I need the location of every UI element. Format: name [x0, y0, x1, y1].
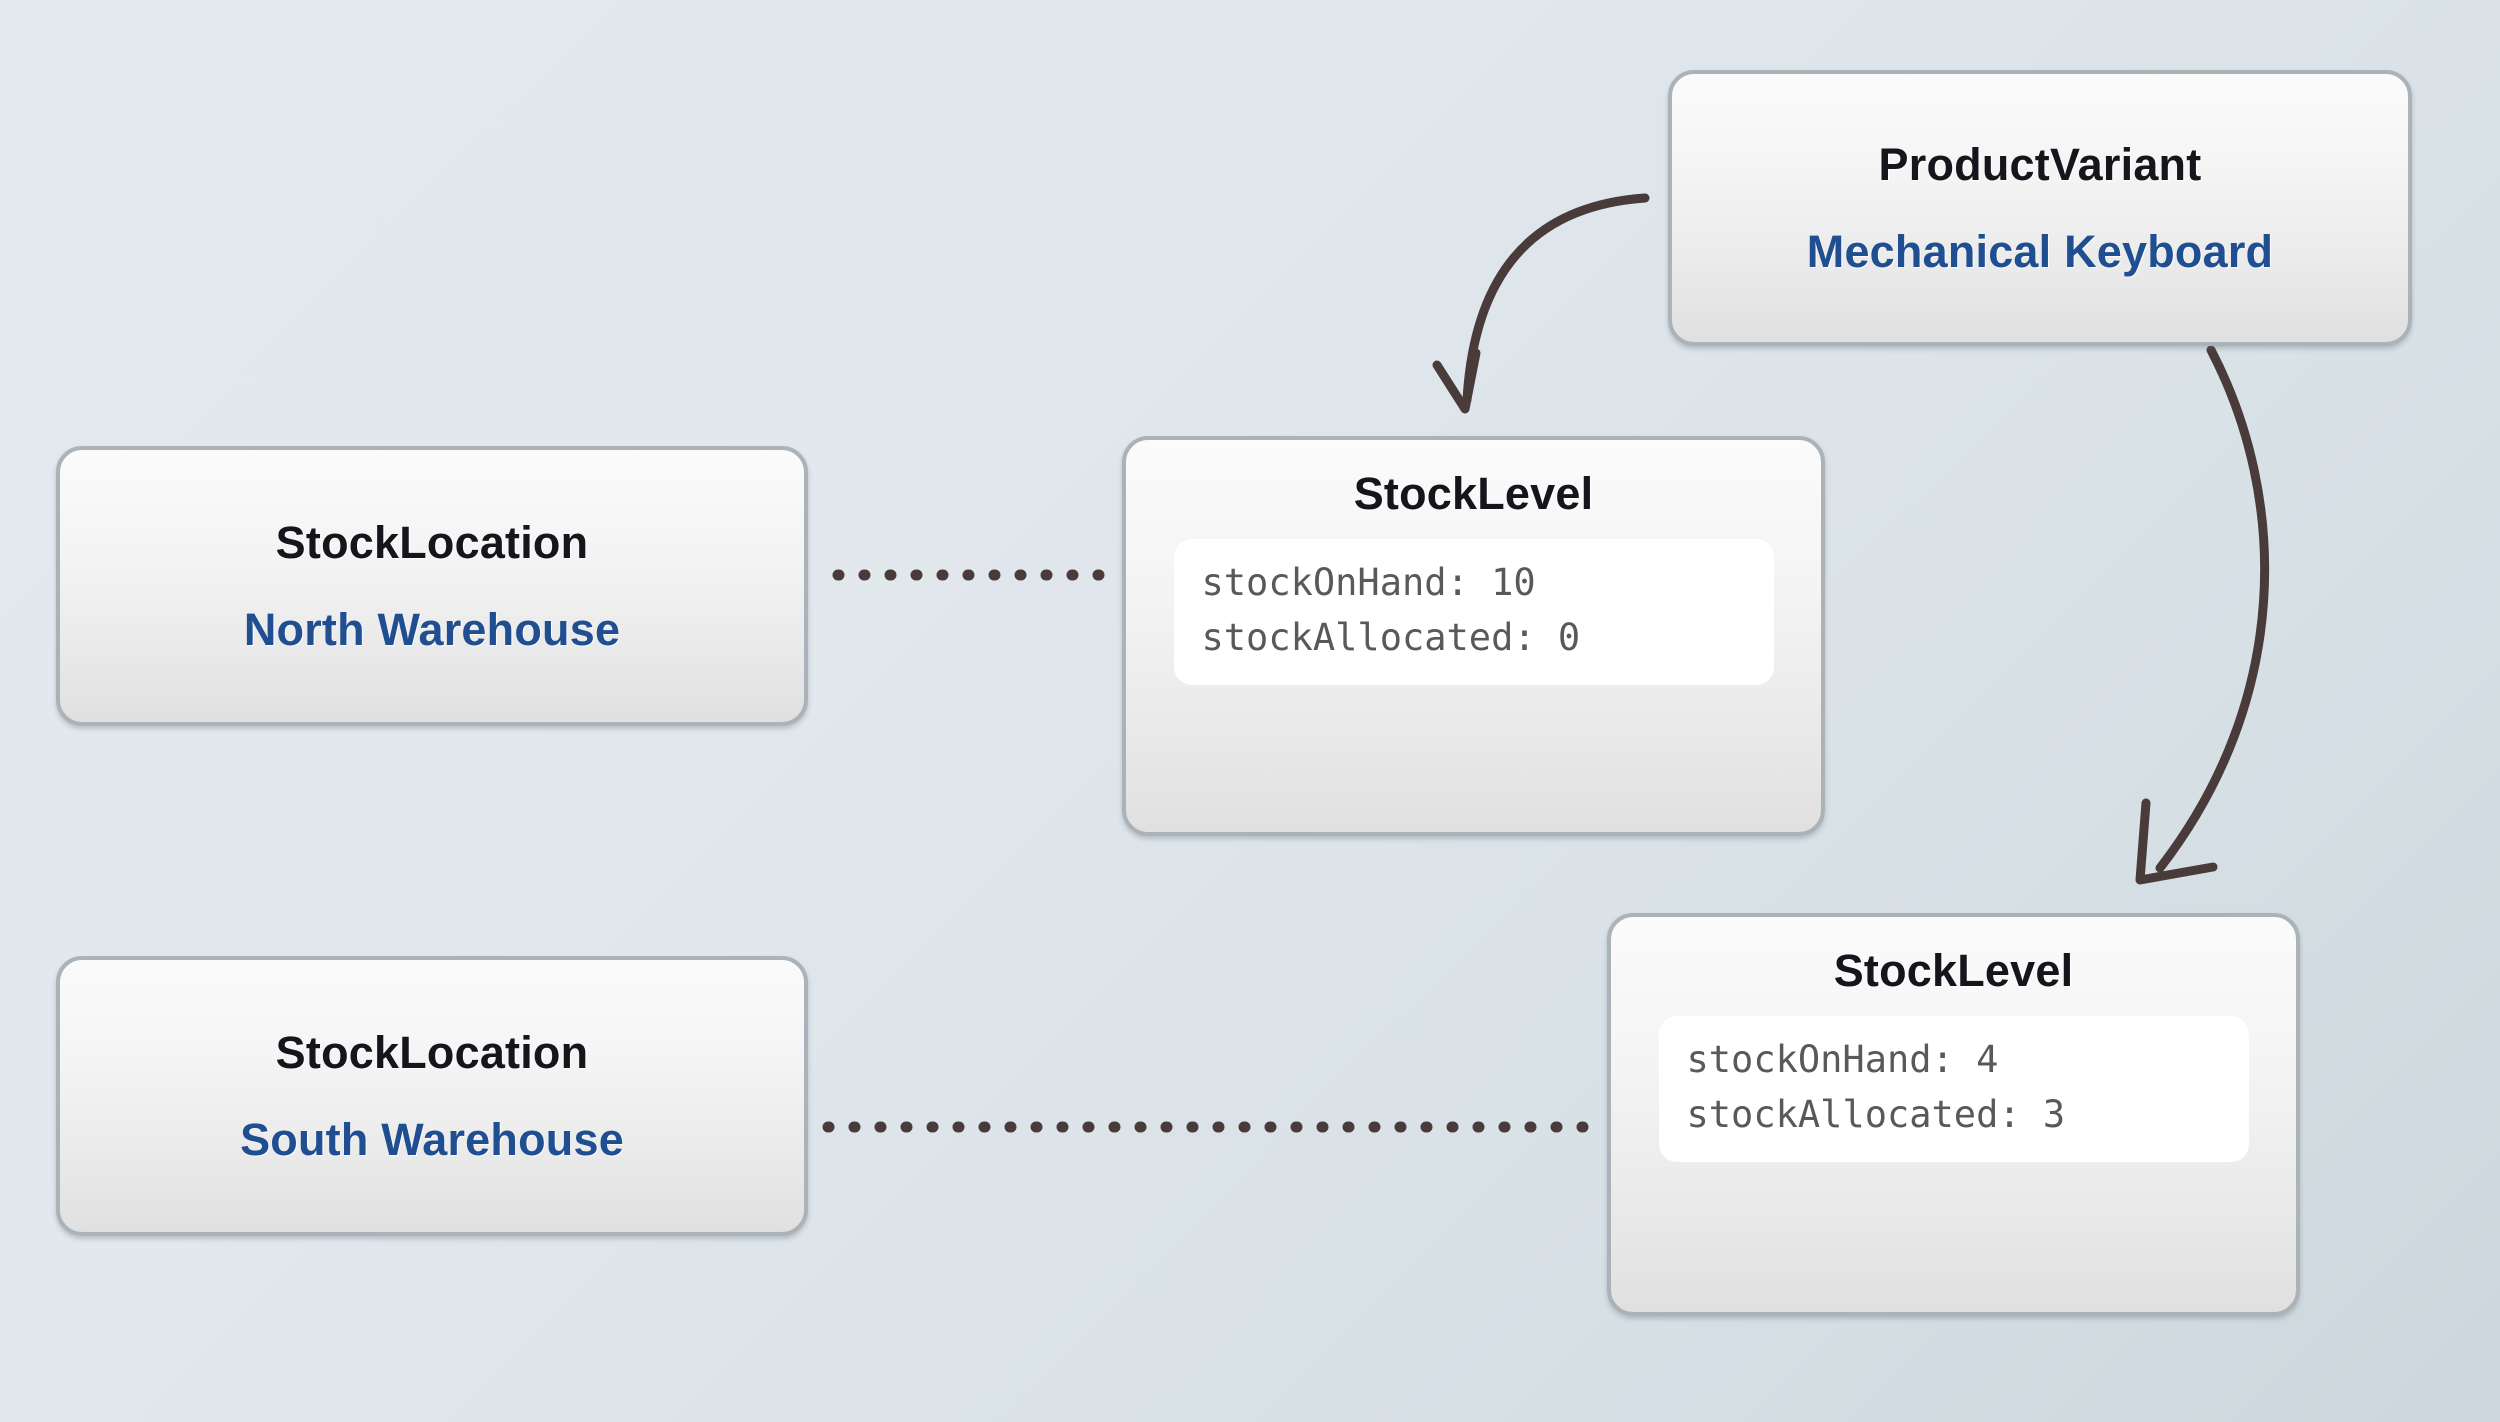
node-product-variant[interactable]: ProductVariant Mechanical Keyboard [1668, 70, 2412, 346]
node-title: StockLocation [275, 516, 589, 568]
field-stock-allocated: stockAllocated: 0 [1201, 616, 1581, 660]
node-stocklevel-2[interactable]: StockLevel stockOnHand: 4 stockAllocated… [1607, 913, 2300, 1316]
node-stocklevel-1[interactable]: StockLevel stockOnHand: 10 stockAllocate… [1122, 436, 1825, 836]
field-stock-on-hand: stockOnHand: 10 [1201, 561, 1536, 605]
node-subtitle: South Warehouse [240, 1114, 624, 1165]
node-title: StockLevel [1353, 468, 1594, 519]
field-stock-allocated: stockAllocated: 3 [1686, 1093, 2066, 1137]
node-subtitle: North Warehouse [243, 604, 621, 655]
field-panel: stockOnHand: 10 stockAllocated: 0 [1173, 539, 1774, 685]
node-stocklocation-south[interactable]: StockLocation South Warehouse [56, 956, 808, 1236]
node-title: StockLevel [1833, 945, 2074, 996]
node-stocklocation-north[interactable]: StockLocation North Warehouse [56, 446, 808, 726]
field-panel: stockOnHand: 4 stockAllocated: 3 [1658, 1016, 2249, 1162]
field-stock-on-hand: stockOnHand: 4 [1686, 1038, 1999, 1082]
node-title: StockLocation [275, 1026, 589, 1078]
node-title: ProductVariant [1878, 138, 2202, 190]
node-subtitle: Mechanical Keyboard [1806, 226, 2274, 277]
edge-variant-to-level2 [2135, 345, 2270, 885]
edge-variant-to-level1 [1432, 193, 1650, 414]
